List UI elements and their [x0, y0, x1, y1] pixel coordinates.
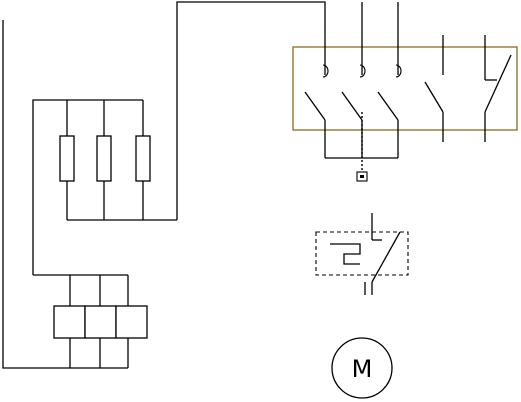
- main-contact-2: [341, 45, 366, 158]
- terminal-2: [84, 305, 117, 339]
- motor: M: [331, 337, 393, 399]
- motor-label: M: [352, 355, 373, 383]
- thermal-overload-relay: [315, 213, 409, 295]
- fuse-2: [96, 135, 112, 182]
- terminal-block: [33, 274, 148, 369]
- contactor-frame: [292, 46, 518, 131]
- fuse-3: [135, 135, 151, 182]
- main-contact-3: [377, 45, 402, 158]
- terminal-3: [115, 305, 148, 339]
- main-contact-1: [304, 45, 329, 158]
- left-return-wire: [2, 20, 70, 369]
- top-feed-wire: [176, 1, 399, 220]
- aux-nc-contact: [484, 35, 512, 142]
- mechanical-linkage: [356, 112, 368, 182]
- aux-no-contact: [424, 35, 444, 142]
- motor-circle: [331, 337, 393, 399]
- terminal-1: [53, 305, 86, 339]
- fuse-1: [59, 135, 75, 182]
- main-contactor: [292, 35, 518, 182]
- fuse-block: [32, 99, 177, 275]
- relay-frame: [315, 231, 409, 276]
